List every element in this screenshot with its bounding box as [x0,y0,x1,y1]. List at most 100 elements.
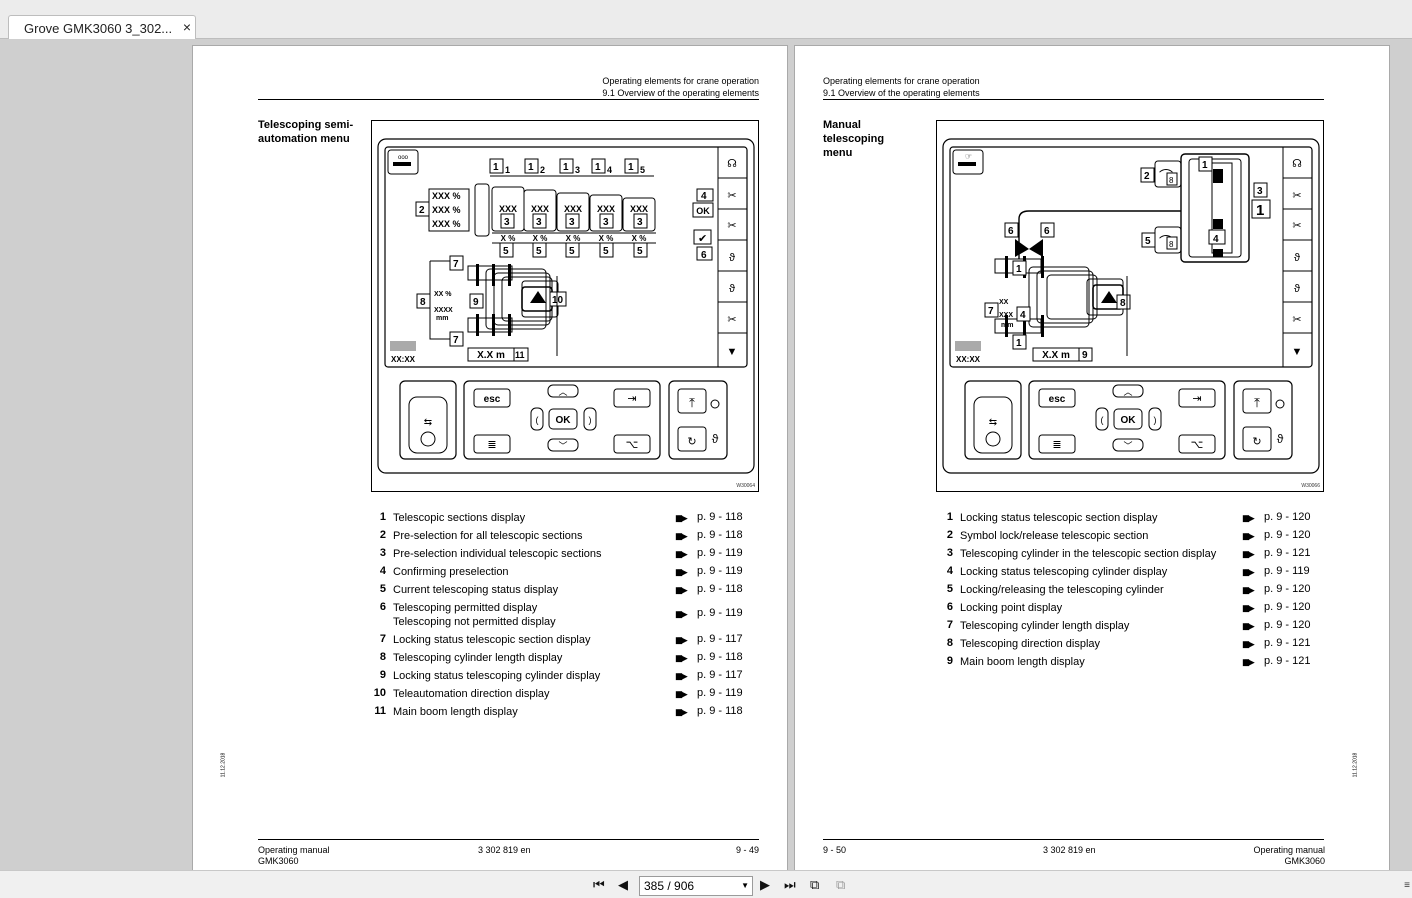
page-reference-link[interactable]: p. 9 - 120 [1264,529,1311,541]
page-reference-link[interactable]: p. 9 - 120 [1264,619,1311,631]
page-reference-arrow-icon: ▮▮▶ [675,707,688,717]
page-reference-link[interactable]: p. 9 - 119 [697,607,743,619]
page-reference-arrow-icon: ▮▮▶ [675,567,688,577]
footer-rule [823,839,1324,840]
svg-text:): ) [1154,415,1157,425]
page-reference-link[interactable]: p. 9 - 119 [1264,565,1310,577]
svg-text:3: 3 [575,165,580,175]
svg-text:): ) [589,415,592,425]
svg-text:⇆: ⇆ [424,417,432,428]
svg-text:8: 8 [1169,176,1174,185]
legend-number: 6 [946,601,953,613]
svg-text:XXX: XXX [564,204,582,214]
svg-text:3: 3 [504,217,510,228]
document-tab[interactable]: Grove GMK3060 3_302... × [8,15,196,39]
svg-text:5: 5 [569,246,575,257]
side-date: 11.12.2018 [220,752,227,778]
footer-rule [258,839,759,840]
svg-text:X %: X % [599,234,614,243]
page-reference-link[interactable]: p. 9 - 119 [697,547,743,559]
legend-text: Telescoping direction display [960,638,1101,650]
header-rule [258,99,759,100]
svg-text:1: 1 [595,162,601,173]
footer-text: GMK3060 [258,856,299,866]
svg-text:XX:XX: XX:XX [956,355,981,364]
legend-text: Locking status telescopic section displa… [960,512,1158,524]
page-reference-link[interactable]: p. 9 - 118 [697,583,743,595]
page-selector[interactable]: 385 / 906 ▼ [639,876,753,896]
page-reference-link[interactable]: p. 9 - 120 [1264,511,1311,523]
first-page-icon[interactable]: ⏮ [593,877,605,892]
legend-number: 8 [379,651,386,663]
svg-text:8: 8 [420,297,426,308]
page-reference-link[interactable]: p. 9 - 121 [1264,547,1311,559]
svg-text:7: 7 [453,335,459,346]
svg-text:X %: X % [566,234,581,243]
svg-text:↻: ↻ [1252,436,1261,448]
svg-text:4: 4 [1020,310,1026,321]
svg-text:XXX %: XXX % [432,205,461,215]
document-viewer[interactable]: Operating elements for crane operation 9… [0,39,1412,872]
svg-text:mm: mm [1001,322,1013,329]
svg-text:1: 1 [563,162,569,173]
prev-page-icon[interactable]: ◀ [618,877,628,892]
menu-icon[interactable]: ≡ [1404,880,1410,891]
page-reference-link[interactable]: p. 9 - 118 [697,705,743,717]
page-reference-arrow-icon: ▮▮▶ [675,689,688,699]
close-icon[interactable]: × [182,19,191,35]
page-reference-link[interactable]: p. 9 - 118 [697,651,743,663]
header-line: 9.1 Overview of the operating elements [602,88,759,98]
page-reference-link[interactable]: p. 9 - 119 [697,565,743,577]
legend-text: Locking point display [960,602,1063,614]
footer-left: Operating manual GMK3060 [258,845,330,867]
page-reference-link[interactable]: p. 9 - 118 [697,511,743,523]
svg-text:XXX: XXX [597,204,615,214]
svg-text:✂: ✂ [727,190,736,202]
svg-text:5: 5 [640,165,645,175]
svg-text:1: 1 [1202,160,1208,171]
copy-icon[interactable]: ⧉ [810,877,820,892]
page-reference-link[interactable]: p. 9 - 118 [697,529,743,541]
page-reference-arrow-icon: ▮▮▶ [1242,657,1255,667]
page-reference-link[interactable]: p. 9 - 120 [1264,583,1311,595]
page-reference-link[interactable]: p. 9 - 121 [1264,637,1311,649]
last-page-icon[interactable]: ⏭ [784,877,796,892]
page-reference-link[interactable]: p. 9 - 121 [1264,655,1311,667]
legend-number: 11 [374,705,386,717]
legend-text: Telescoping cylinder length display [393,652,563,664]
legend-text: Pre-selection for all telescopic section… [393,530,583,542]
svg-text:XXXX: XXXX [434,307,453,314]
footer-center: 3 302 819 en [1043,845,1096,855]
page-reference-link[interactable]: p. 9 - 117 [697,633,743,645]
svg-text:3: 3 [536,217,542,228]
svg-text:⇆: ⇆ [989,417,997,428]
svg-text:ϑ: ϑ [1294,252,1300,264]
page-right: Operating elements for crane operation 9… [794,45,1390,872]
svg-text:ϑ: ϑ [729,283,735,295]
svg-text:1: 1 [1256,202,1264,219]
svg-text:6: 6 [1044,226,1050,237]
svg-text:XXX: XXX [630,204,648,214]
legend-text: Telescopic sections display [393,512,526,524]
svg-text:XX %: XX % [434,291,452,298]
svg-text:✂: ✂ [1292,314,1301,326]
legend-number: 7 [379,633,386,645]
manual-telescoping-diagram: ☊✂✂ ϑϑ✂▼ ☞ XX:XX 1 3 1 4 ⌒ [942,138,1320,474]
next-page-icon[interactable]: ▶ [760,877,770,892]
page-reference-link[interactable]: p. 9 - 117 [697,669,743,681]
legend-number: 3 [946,547,953,559]
legend-number: 4 [379,565,386,577]
fit-icon[interactable]: ⧉ [836,877,846,892]
page-reference-link[interactable]: p. 9 - 119 [697,687,743,699]
svg-text:8: 8 [1169,240,1174,249]
page-reference-link[interactable]: p. 9 - 120 [1264,601,1311,613]
